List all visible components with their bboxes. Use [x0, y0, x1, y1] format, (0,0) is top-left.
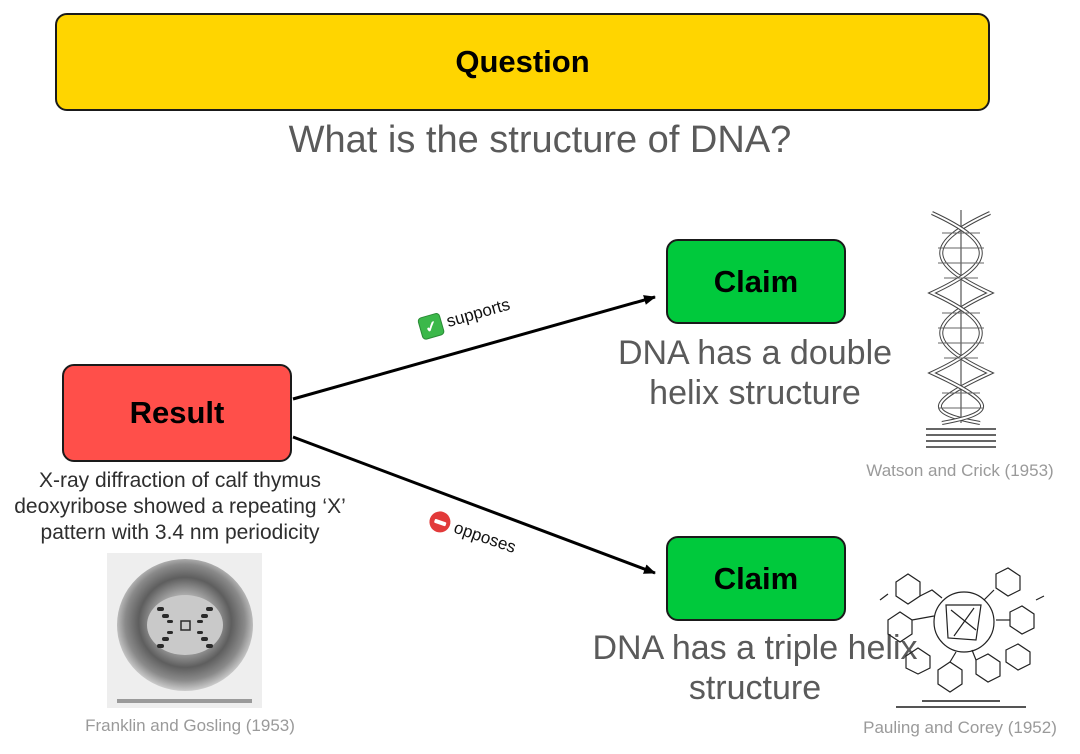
- question-text: What is the structure of DNA?: [288, 119, 792, 161]
- result-box: Result: [62, 364, 292, 462]
- opposes-arrow: [292, 435, 656, 575]
- result-label: Result: [129, 395, 225, 430]
- caption-pauling-corey: Pauling and Corey (1952): [863, 718, 1057, 737]
- claim-box-triple-helix: Claim: [666, 536, 846, 621]
- caption-watson-crick: Watson and Crick (1953): [866, 461, 1054, 480]
- claim-label: Claim: [713, 560, 799, 596]
- triple-helix-molecule-drawing: [879, 567, 1045, 708]
- caption-franklin-gosling: Franklin and Gosling (1953): [85, 716, 295, 735]
- claim-box-double-helix: Claim: [666, 239, 846, 324]
- claim-text-triple-helix: DNA has a triple helix structure: [592, 629, 918, 707]
- claim-text-double-helix: DNA has a double helix structure: [617, 334, 893, 412]
- question-label: Question: [455, 44, 590, 79]
- xray-diffraction-image: [107, 553, 262, 708]
- question-box: Question: [55, 13, 990, 111]
- result-text: X-ray diffraction of calf thymus deoxyri…: [14, 469, 346, 544]
- double-helix-drawing: [926, 210, 996, 448]
- claim-label: Claim: [713, 263, 799, 299]
- supports-arrow: [292, 295, 656, 401]
